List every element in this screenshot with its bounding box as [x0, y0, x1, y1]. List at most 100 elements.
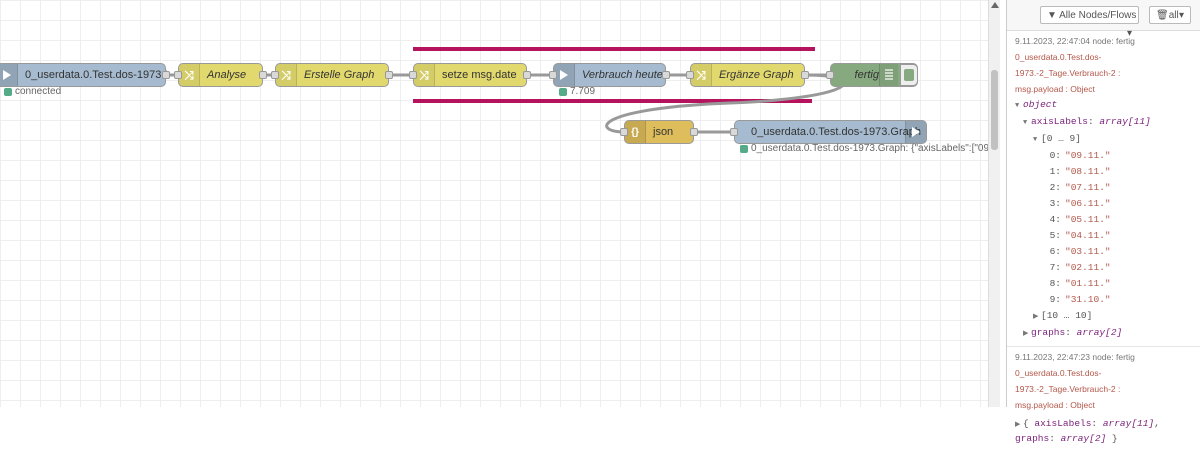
- debug-toggle-button[interactable]: [900, 64, 918, 86]
- caret-right-icon: ▶: [1015, 421, 1021, 429]
- input-port[interactable]: [730, 128, 738, 136]
- shuffle-icon: ⤨: [179, 64, 200, 86]
- shuffle-icon: ⤨: [691, 64, 712, 86]
- braces-icon: {}: [625, 121, 646, 143]
- input-port[interactable]: [826, 71, 834, 79]
- tree-range: [10 … 10]: [1041, 310, 1093, 321]
- toggle-indicator: [904, 69, 914, 81]
- output-port[interactable]: [523, 71, 531, 79]
- tree-item[interactable]: 1:"08.11.": [1015, 164, 1194, 180]
- tree-item[interactable]: 6:"03.11.": [1015, 244, 1194, 260]
- clear-dropdown[interactable]: 🗑all ▾: [1149, 6, 1191, 24]
- node-label: fertig: [854, 69, 879, 81]
- tree-item[interactable]: 5:"04.11.": [1015, 228, 1194, 244]
- node-analyse[interactable]: ⤨ Analyse: [174, 63, 267, 87]
- message-payload-type: msg.payload : Object: [1015, 84, 1095, 94]
- node-iob-out[interactable]: 0_userdata.0.Test.dos-1973.Graph: [730, 120, 927, 144]
- tree-index: 2:: [1049, 182, 1061, 193]
- debug-sidebar: ▼ Alle Nodes/Flows ▾ 🗑all ▾ 9.11.2023, 2…: [1006, 0, 1200, 444]
- tree-value: "05.11.": [1065, 214, 1111, 225]
- root-type: object: [1023, 99, 1058, 110]
- flow-workspace[interactable]: 0_userdata.0.Test.dos-1973.* connected ⤨…: [0, 0, 988, 407]
- filter-label: Alle Nodes/Flows: [1059, 10, 1137, 21]
- input-port[interactable]: [686, 71, 694, 79]
- output-port[interactable]: [385, 71, 393, 79]
- tree-type: array[2]: [1076, 327, 1123, 338]
- payload-tree[interactable]: ▼object ▼axisLabels: array[11] ▼[0 … 9] …: [1015, 97, 1194, 342]
- clear-label: all: [1168, 10, 1179, 21]
- tree-range-open[interactable]: ▼[0 … 9]: [1015, 131, 1194, 148]
- output-port[interactable]: [259, 71, 267, 79]
- tree-index: 3:: [1049, 198, 1061, 209]
- status-dot-icon: [559, 87, 567, 96]
- tree-value: "02.11.": [1065, 262, 1111, 273]
- tree-item[interactable]: 0: "09.11.": [1015, 148, 1194, 164]
- output-port[interactable]: [801, 71, 809, 79]
- scroll-up-icon[interactable]: [991, 2, 999, 8]
- debug-message: 9.11.2023, 22:47:23 node: fertig 0_userd…: [1007, 347, 1200, 450]
- status-iob-in: connected: [4, 86, 61, 97]
- status-dot-icon: [740, 144, 748, 153]
- payload-summary[interactable]: ▶{ axisLabels: array[11], graphs: array[…: [1015, 418, 1160, 444]
- tree-root[interactable]: ▼object: [1015, 97, 1194, 114]
- chevron-down-icon: ▾: [1126, 28, 1132, 39]
- node-label: Analyse: [207, 69, 247, 81]
- tree-item[interactable]: 3: "06.11.": [1015, 196, 1194, 212]
- tree-value: "07.11.": [1065, 182, 1111, 193]
- filter-dropdown[interactable]: ▼ Alle Nodes/Flows ▾: [1040, 6, 1139, 39]
- tree-index: 9:: [1049, 294, 1061, 305]
- tree-value: "06.11.": [1065, 198, 1111, 209]
- message-payload-type: msg.payload : Object: [1015, 400, 1095, 410]
- input-port[interactable]: [271, 71, 279, 79]
- tree-item[interactable]: 4:"05.11.": [1015, 212, 1194, 228]
- status-text: 0_userdata.0.Test.dos-1973.Graph: {"axis…: [751, 143, 988, 154]
- input-port[interactable]: [549, 71, 557, 79]
- node-ergaenze-graph[interactable]: ⤨ Ergänze Graph: [686, 63, 809, 87]
- tree-index: 7:: [1049, 262, 1061, 273]
- status-iob-out: 0_userdata.0.Test.dos-1973.Graph: {"axis…: [740, 143, 988, 154]
- trash-icon: 🗑: [1156, 10, 1169, 21]
- output-port[interactable]: [662, 71, 670, 79]
- message-topic[interactable]: 0_userdata.0.Test.dos-1973.-2_Tage.Verbr…: [1015, 368, 1121, 394]
- tree-axislabels[interactable]: ▼axisLabels: array[11]: [1015, 114, 1194, 131]
- output-port[interactable]: [162, 71, 170, 79]
- summary-brace: }: [1106, 433, 1118, 444]
- arrow-right-icon: [3, 70, 11, 80]
- caret-down-icon: ▼: [1015, 102, 1020, 110]
- tree-graphs[interactable]: ▶graphs: array[2]: [1015, 325, 1194, 342]
- tree-range-closed[interactable]: ▶[10 … 10]: [1015, 308, 1194, 325]
- tree-item[interactable]: 8:"01.11.": [1015, 276, 1194, 292]
- node-erstelle-graph[interactable]: ⤨ Erstelle Graph: [271, 63, 393, 87]
- output-port[interactable]: [690, 128, 698, 136]
- shuffle-icon: ⤨: [414, 64, 435, 86]
- tree-item[interactable]: 2: "07.11.": [1015, 180, 1194, 196]
- tree-item[interactable]: 7: "02.11.": [1015, 260, 1194, 276]
- summary-type: array[11]: [1102, 418, 1155, 429]
- scroll-thumb[interactable]: [991, 70, 998, 150]
- caret-right-icon: ▶: [1023, 330, 1029, 338]
- chevron-down-icon: ▾: [1178, 10, 1184, 21]
- input-port[interactable]: [620, 128, 628, 136]
- message-topic[interactable]: 0_userdata.0.Test.dos-1973.-2_Tage.Verbr…: [1015, 52, 1121, 78]
- tree-index: 6:: [1049, 246, 1061, 257]
- tree-value: "09.11.": [1065, 150, 1111, 161]
- tree-items: 0: "09.11." 1:"08.11." 2: "07.11." 3: "06.11."…: [1015, 148, 1194, 308]
- node-label: 0_userdata.0.Test.dos-1973.*: [25, 69, 169, 81]
- tree-index: 0:: [1049, 150, 1061, 161]
- shuffle-icon: ⤨: [276, 64, 297, 86]
- tree-item[interactable]: 9:"31.10.": [1015, 292, 1194, 308]
- message-meta: 9.11.2023, 22:47:04 node: fertig: [1015, 36, 1135, 46]
- node-verbrauch-heute[interactable]: Verbrauch heute: [549, 63, 670, 87]
- tree-key: axisLabels: [1031, 116, 1089, 127]
- input-port[interactable]: [174, 71, 182, 79]
- list-icon: [879, 64, 898, 86]
- vertical-scrollbar[interactable]: [988, 0, 1000, 407]
- tree-value: "04.11.": [1065, 230, 1111, 241]
- summary-key: axisLabels: [1034, 418, 1092, 429]
- node-json[interactable]: {} json: [620, 120, 698, 144]
- wires-layer: [166, 47, 846, 134]
- tree-key: graphs: [1031, 327, 1066, 338]
- node-iob-in[interactable]: 0_userdata.0.Test.dos-1973.*: [0, 63, 170, 87]
- input-port[interactable]: [409, 71, 417, 79]
- node-setze-msg-date[interactable]: ⤨ setze msg.date: [409, 63, 531, 87]
